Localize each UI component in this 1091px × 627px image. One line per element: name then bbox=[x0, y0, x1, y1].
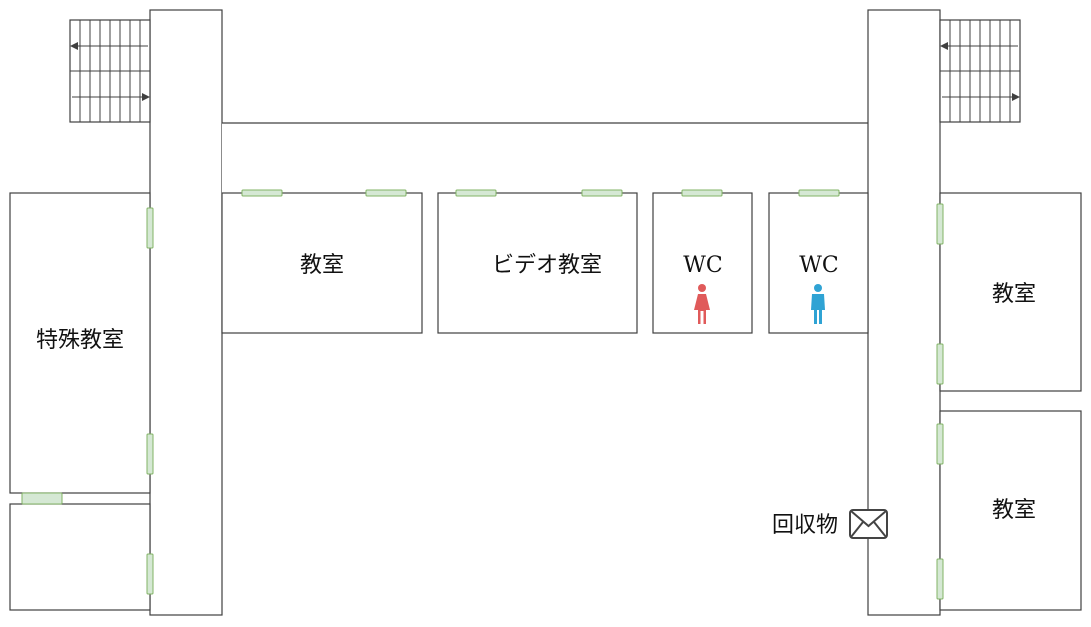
label-wc-men: WC bbox=[799, 253, 838, 278]
room-classroom-center bbox=[221, 192, 423, 334]
door bbox=[936, 343, 944, 385]
doors bbox=[21, 189, 944, 600]
door bbox=[241, 189, 283, 197]
door bbox=[798, 189, 840, 197]
horizontal-corridor bbox=[222, 123, 868, 193]
room-special bbox=[9, 192, 151, 494]
stairs-left bbox=[69, 19, 151, 123]
room-classroom-right-top bbox=[939, 192, 1082, 392]
label-special-room: 特殊教室 bbox=[36, 328, 124, 353]
door bbox=[936, 203, 944, 245]
door bbox=[146, 207, 154, 249]
label-classroom-right-bottom: 教室 bbox=[992, 498, 1036, 523]
label-classroom-right-top: 教室 bbox=[992, 282, 1036, 307]
door bbox=[936, 558, 944, 600]
stairs-right bbox=[939, 19, 1021, 123]
label-video-room: ビデオ教室 bbox=[492, 253, 602, 278]
door bbox=[681, 189, 723, 197]
door bbox=[146, 433, 154, 475]
label-collection: 回収物 bbox=[772, 513, 838, 538]
left-vertical-corridor bbox=[149, 9, 223, 616]
room-classroom-right-bottom bbox=[939, 410, 1082, 611]
label-classroom-center: 教室 bbox=[300, 253, 344, 278]
door bbox=[365, 189, 407, 197]
door bbox=[146, 553, 154, 595]
door bbox=[581, 189, 623, 197]
label-wc-women: WC bbox=[683, 253, 722, 278]
envelope-icon bbox=[849, 509, 888, 539]
door bbox=[21, 492, 63, 505]
door bbox=[936, 423, 944, 465]
man-icon bbox=[811, 284, 825, 324]
room-left-bottom bbox=[9, 503, 151, 611]
door bbox=[455, 189, 497, 197]
woman-icon bbox=[694, 284, 710, 324]
room-video bbox=[437, 192, 638, 334]
